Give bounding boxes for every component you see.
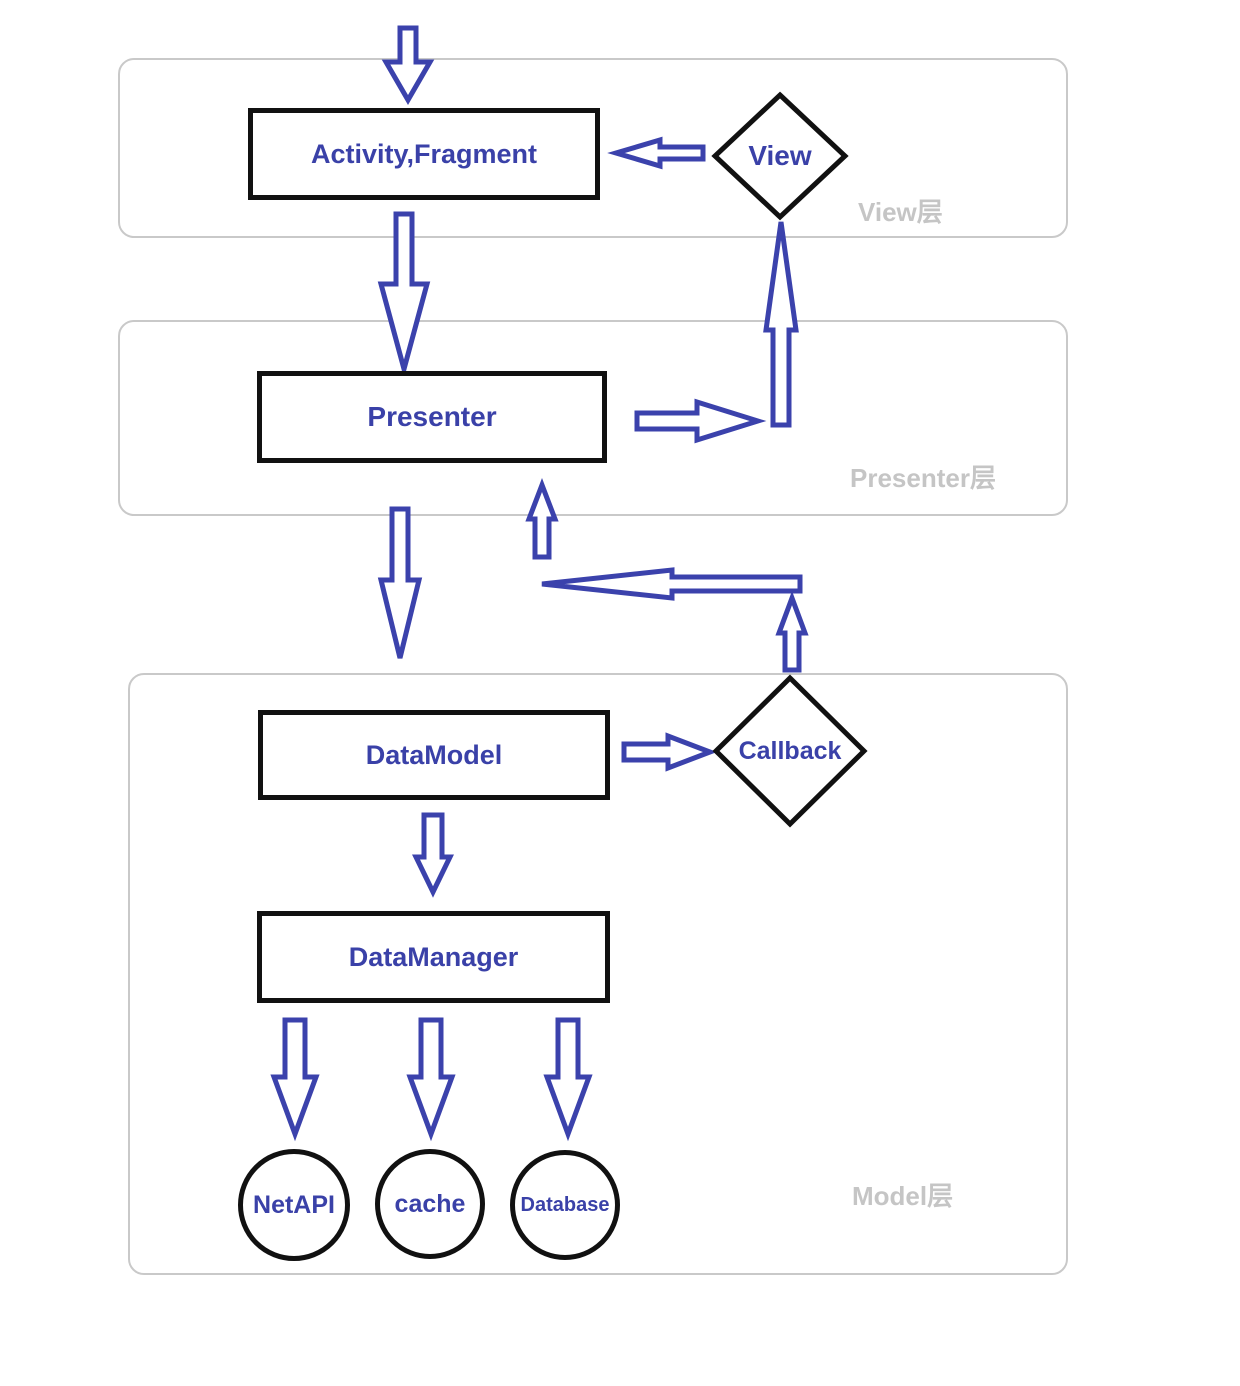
- arrow-datamodel-to-datamanager: [412, 812, 454, 898]
- node-netapi: NetAPI: [238, 1149, 350, 1261]
- arrow-callback-up: [775, 590, 809, 673]
- node-datamodel: DataModel: [258, 710, 610, 800]
- view-label: View: [748, 140, 812, 171]
- callback-label: Callback: [738, 736, 842, 765]
- node-datamanager: DataManager: [257, 911, 610, 1003]
- datamodel-label: DataModel: [365, 739, 503, 770]
- arrow-entry-to-activity: [381, 25, 435, 105]
- arrow-up-to-view: [763, 221, 799, 428]
- view-diamond-shape: [711, 91, 849, 221]
- arrow-presenter-to-model: [377, 506, 423, 659]
- arrow-view-to-activity: [607, 136, 706, 170]
- presenter-label: Presenter: [367, 401, 497, 432]
- node-view-diamond: View: [715, 95, 845, 217]
- node-database: Database: [510, 1150, 620, 1260]
- arrow-datamodel-to-callback: [621, 732, 718, 772]
- model-layer-panel: [128, 673, 1068, 1275]
- datamanager-label: DataManager: [348, 941, 519, 972]
- node-activity-fragment: Activity,Fragment: [248, 108, 600, 200]
- view-layer-panel: [118, 58, 1068, 238]
- arrow-up-to-presenter: [525, 477, 559, 560]
- node-callback-diamond: Callback: [716, 678, 864, 824]
- model-layer-label: Model层: [852, 1181, 954, 1211]
- database-label: Database: [520, 1193, 610, 1216]
- node-presenter: Presenter: [257, 371, 607, 463]
- arrow-datamanager-to-netapi: [270, 1017, 320, 1142]
- callback-diamond-shape: [712, 674, 868, 828]
- view-layer-label: View层: [858, 197, 943, 227]
- netapi-label: NetAPI: [253, 1190, 335, 1219]
- presenter-layer-label: Presenter层: [850, 463, 996, 493]
- arrow-datamanager-to-database: [543, 1017, 593, 1142]
- arrow-presenter-right: [634, 398, 767, 444]
- cache-label: cache: [394, 1189, 466, 1218]
- arrow-activity-to-presenter: [377, 211, 431, 379]
- node-cache: cache: [375, 1149, 485, 1259]
- arrow-datamanager-to-cache: [406, 1017, 456, 1142]
- arrow-callback-left: [541, 567, 803, 601]
- activity-fragment-label: Activity,Fragment: [310, 138, 538, 169]
- presenter-layer-panel: [118, 320, 1068, 516]
